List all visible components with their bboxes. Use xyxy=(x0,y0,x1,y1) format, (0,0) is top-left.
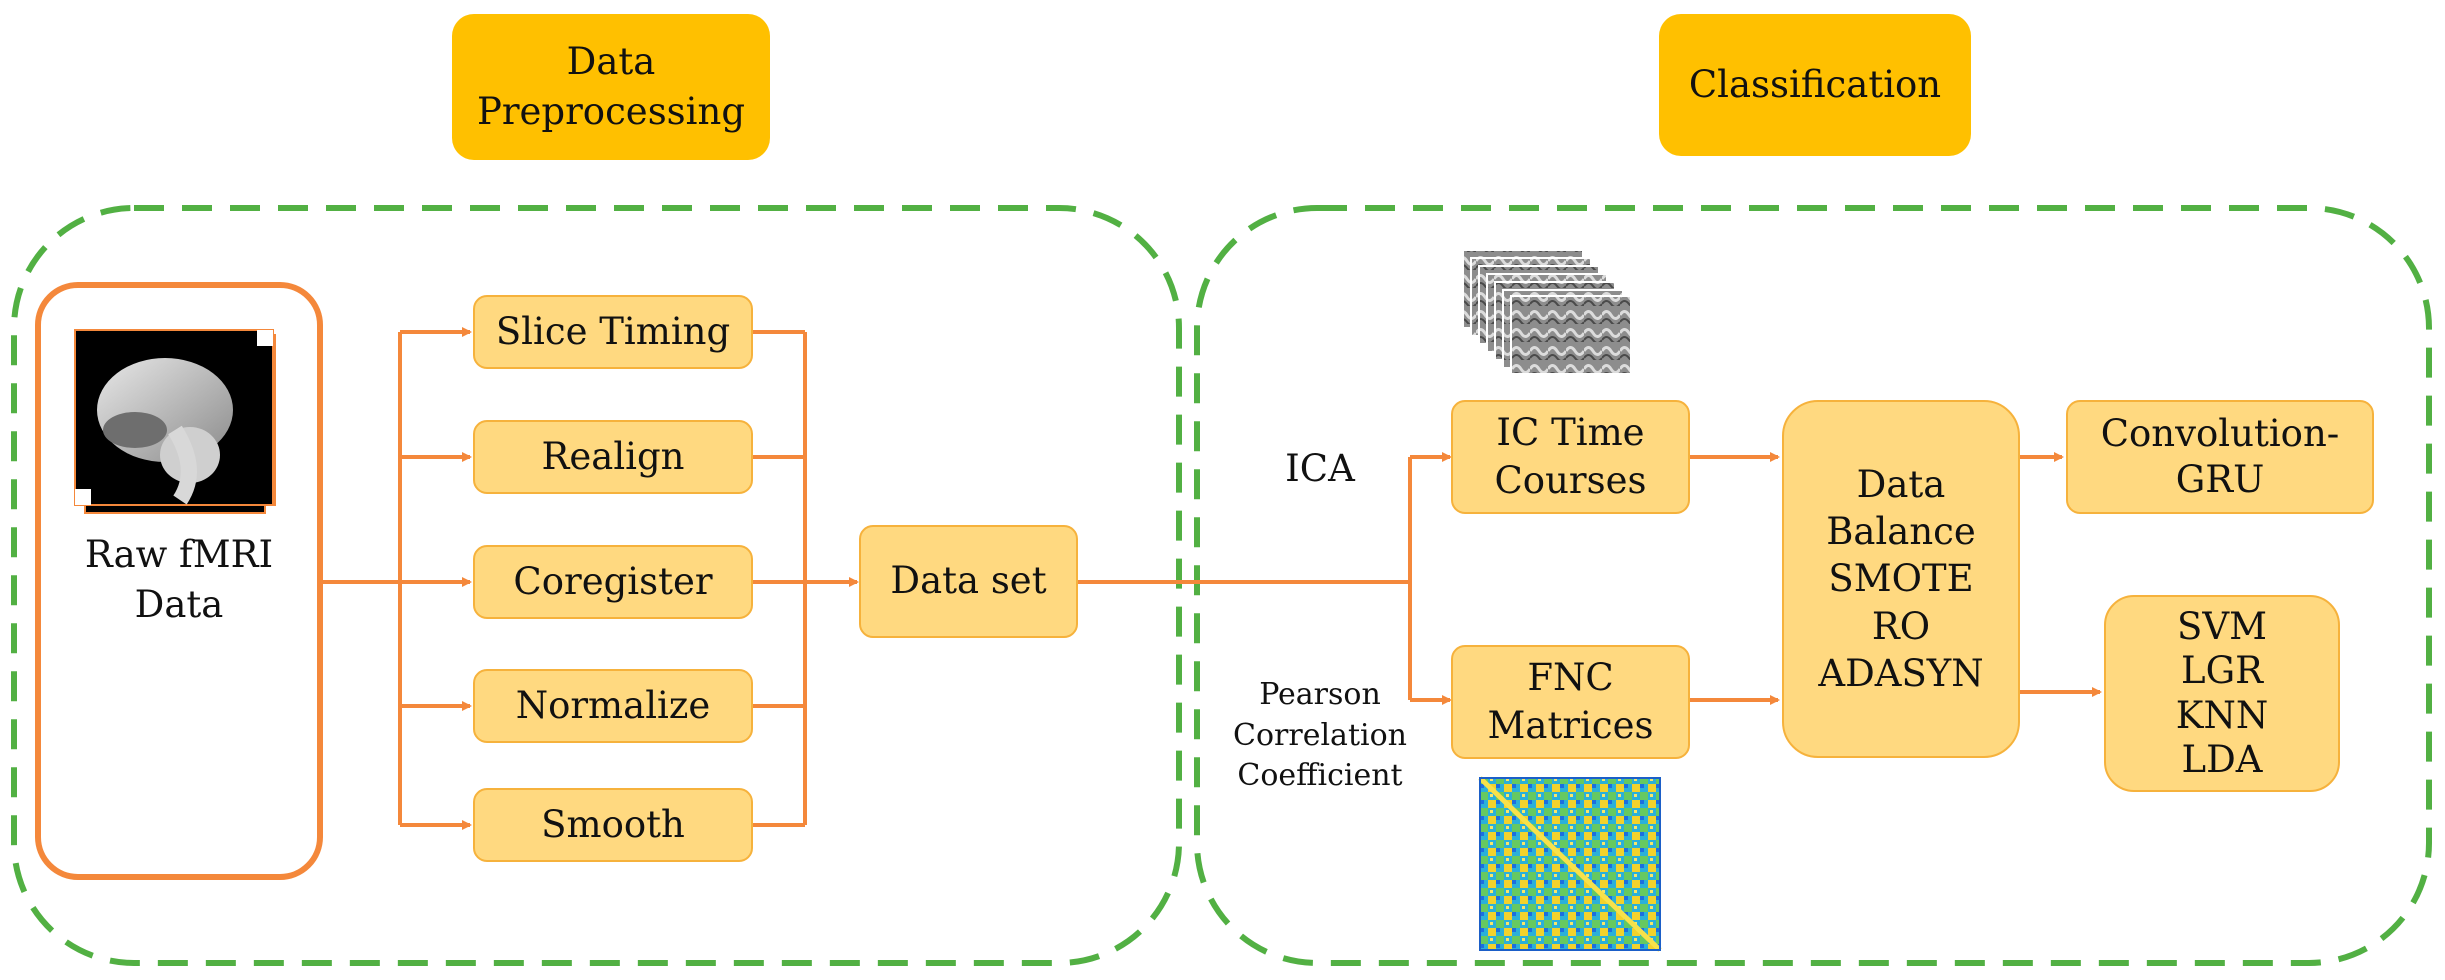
pearson-correlation-label: Pearson Correlation Coefficient xyxy=(1233,677,1407,793)
classical-classifiers-box: SVM LGR KNN LDA xyxy=(2104,595,2340,792)
step-smooth: Smooth xyxy=(473,788,753,862)
step-normalize: Normalize xyxy=(473,669,753,743)
dataset-box: Data set xyxy=(859,525,1078,638)
preprocessing-region xyxy=(11,205,1182,966)
features-to-balance-connectors xyxy=(1690,452,1780,705)
data-preprocessing-header: Data Preprocessing xyxy=(452,14,770,160)
fnc-matrix-heatmap-icon xyxy=(1478,776,1662,952)
raw-to-steps-connectors xyxy=(320,327,472,830)
convolution-gru-box: Convolution- GRU xyxy=(2066,400,2374,514)
data-balance-box: Data Balance SMOTE RO ADASYN xyxy=(1782,400,2020,758)
fnc-matrices-box: FNC Matrices xyxy=(1451,645,1690,759)
balance-to-classifiers-connectors xyxy=(2020,452,2102,697)
brain-mri-slices-icon xyxy=(74,329,276,514)
ica-label: ICA xyxy=(1285,447,1355,490)
dataset-to-features-connectors xyxy=(1078,452,1452,705)
raw-fmri-data-label: Raw fMRI Data xyxy=(84,533,274,626)
steps-to-dataset-connectors xyxy=(752,330,859,827)
step-slice-timing: Slice Timing xyxy=(473,295,753,369)
classification-region xyxy=(1194,205,2432,966)
step-coregister: Coregister xyxy=(473,545,753,619)
classification-header: Classification xyxy=(1659,14,1971,156)
ic-time-course-stack-icon xyxy=(1462,249,1632,375)
step-realign: Realign xyxy=(473,420,753,494)
ic-time-courses-box: IC Time Courses xyxy=(1451,400,1690,514)
